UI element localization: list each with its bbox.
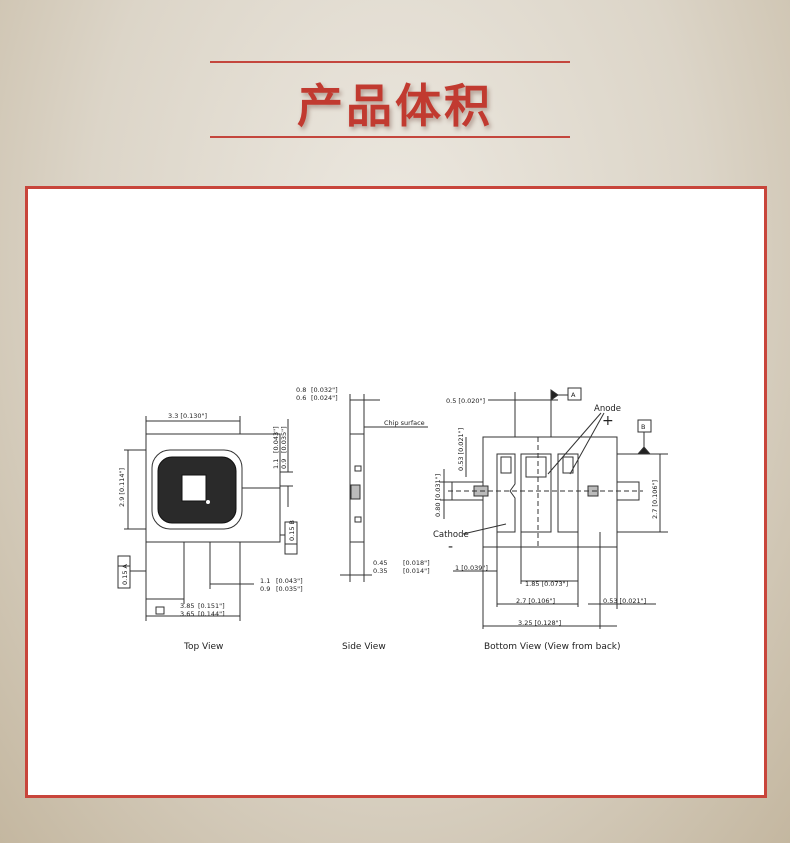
bv-v-dim-2: 0.80 [0.031"] — [434, 474, 442, 517]
title-rule-top — [210, 61, 570, 63]
side-bottom-dim-2-in: [0.014"] — [403, 567, 430, 575]
side-view: 0.8 0.6 [0.032"] [0.024"] Chip surface 0… — [296, 386, 430, 652]
bottom-dim-1: 1.1 — [260, 577, 270, 585]
right-dim-2: 0.9 — [280, 459, 288, 469]
bv-dim-27: 2.7 [0.106"] — [516, 597, 555, 605]
side-bottom-dim-1: 0.45 — [373, 559, 387, 567]
bottom-view-anode-pad — [520, 453, 552, 533]
page-title: 产品体积 — [297, 79, 493, 133]
top-view-lens-outer — [151, 449, 243, 530]
right-dim-1: 1.1 — [272, 459, 280, 469]
chip-dim-2: 3.65 — [180, 610, 194, 618]
top-width-dim: 3.3 [0.130"] — [168, 412, 207, 420]
side-bottom-dim-2: 0.35 — [373, 567, 387, 575]
bottom-dim-2: 0.9 — [260, 585, 270, 593]
cathode-minus: - — [448, 539, 453, 555]
title-rule-bottom — [210, 136, 570, 138]
bottom-view-cathode-pad — [496, 453, 516, 533]
bv-top-dim: 0.5 [0.020"] — [446, 397, 485, 405]
bottom-dim-in2: [0.035"] — [276, 585, 303, 593]
datum-a: A — [571, 391, 576, 399]
anode-label: Anode — [594, 404, 621, 414]
top-view-chip — [181, 474, 207, 502]
anode-plus: + — [602, 413, 614, 429]
chip-dim-2-in: [0.144"] — [198, 610, 225, 618]
bottom-dim-in: [0.043"] — [276, 577, 303, 585]
side-top-dim-1: 0.8 — [296, 386, 306, 394]
bottom-view-inner-1 — [500, 456, 512, 474]
side-view-notch-3 — [354, 516, 362, 523]
datum-right: 0.15 B — [288, 520, 296, 541]
side-view-notch-1 — [354, 465, 362, 472]
datum-box-right — [284, 521, 298, 555]
top-view-label: Top View — [183, 642, 223, 652]
bv-right-dim: 2.7 [0.106"] — [651, 480, 659, 519]
right-dim-1-in: [0.043"] — [272, 426, 280, 453]
top-view: 3.3 [0.130"] 2.9 [0.114"] 1.1 0.9 [0.043… — [117, 412, 303, 652]
bottom-view-inner-3 — [562, 456, 574, 474]
bv-dim-185: 1.85 [0.073"] — [525, 580, 568, 588]
bottom-view-pad-right — [557, 453, 579, 533]
datum-b: B — [641, 423, 645, 431]
side-top-dim-1-in: [0.032"] — [311, 386, 338, 394]
bv-dim-1: 1 [0.039"] — [455, 564, 488, 572]
side-view-notch-2 — [350, 484, 361, 500]
cathode-label: Cathode — [433, 530, 469, 540]
chip-surface-label: Chip surface — [384, 419, 425, 427]
datum-a-box — [567, 387, 582, 401]
side-top-dim-2-in: [0.024"] — [311, 394, 338, 402]
top-view-chip-dot — [206, 500, 210, 504]
side-view-label: Side View — [342, 642, 386, 652]
side-view-body — [349, 433, 365, 543]
dimension-drawing: 3.3 [0.130"] 2.9 [0.114"] 1.1 0.9 [0.043… — [117, 386, 668, 652]
left-height-dim: 2.9 [0.114"] — [118, 468, 126, 507]
bv-dim-053: 0.53 [0.021"] — [603, 597, 646, 605]
drawing-panel: 3.3 [0.130"] 2.9 [0.114"] 1.1 0.9 [0.043… — [25, 186, 767, 798]
datum-box-left — [117, 555, 131, 589]
chip-dim-1: 3.85 — [180, 602, 194, 610]
right-dim-2-in: [0.035"] — [280, 426, 288, 453]
bv-v-dim-1: 0.53 [0.021"] — [457, 428, 465, 471]
bottom-view-label: Bottom View (View from back) — [484, 642, 621, 652]
chip-dim-1-in: [0.151"] — [198, 602, 225, 610]
bottom-view: 0.5 [0.020"] A B Anode + Cathode - 0.53 … — [433, 387, 668, 652]
bv-dim-325: 3.25 [0.128"] — [518, 619, 561, 627]
side-top-dim-2: 0.6 — [296, 394, 306, 402]
side-bottom-dim-1-in: [0.018"] — [403, 559, 430, 567]
datum-left: 0.15 A — [121, 563, 129, 585]
bottom-view-inner-2 — [525, 456, 547, 478]
